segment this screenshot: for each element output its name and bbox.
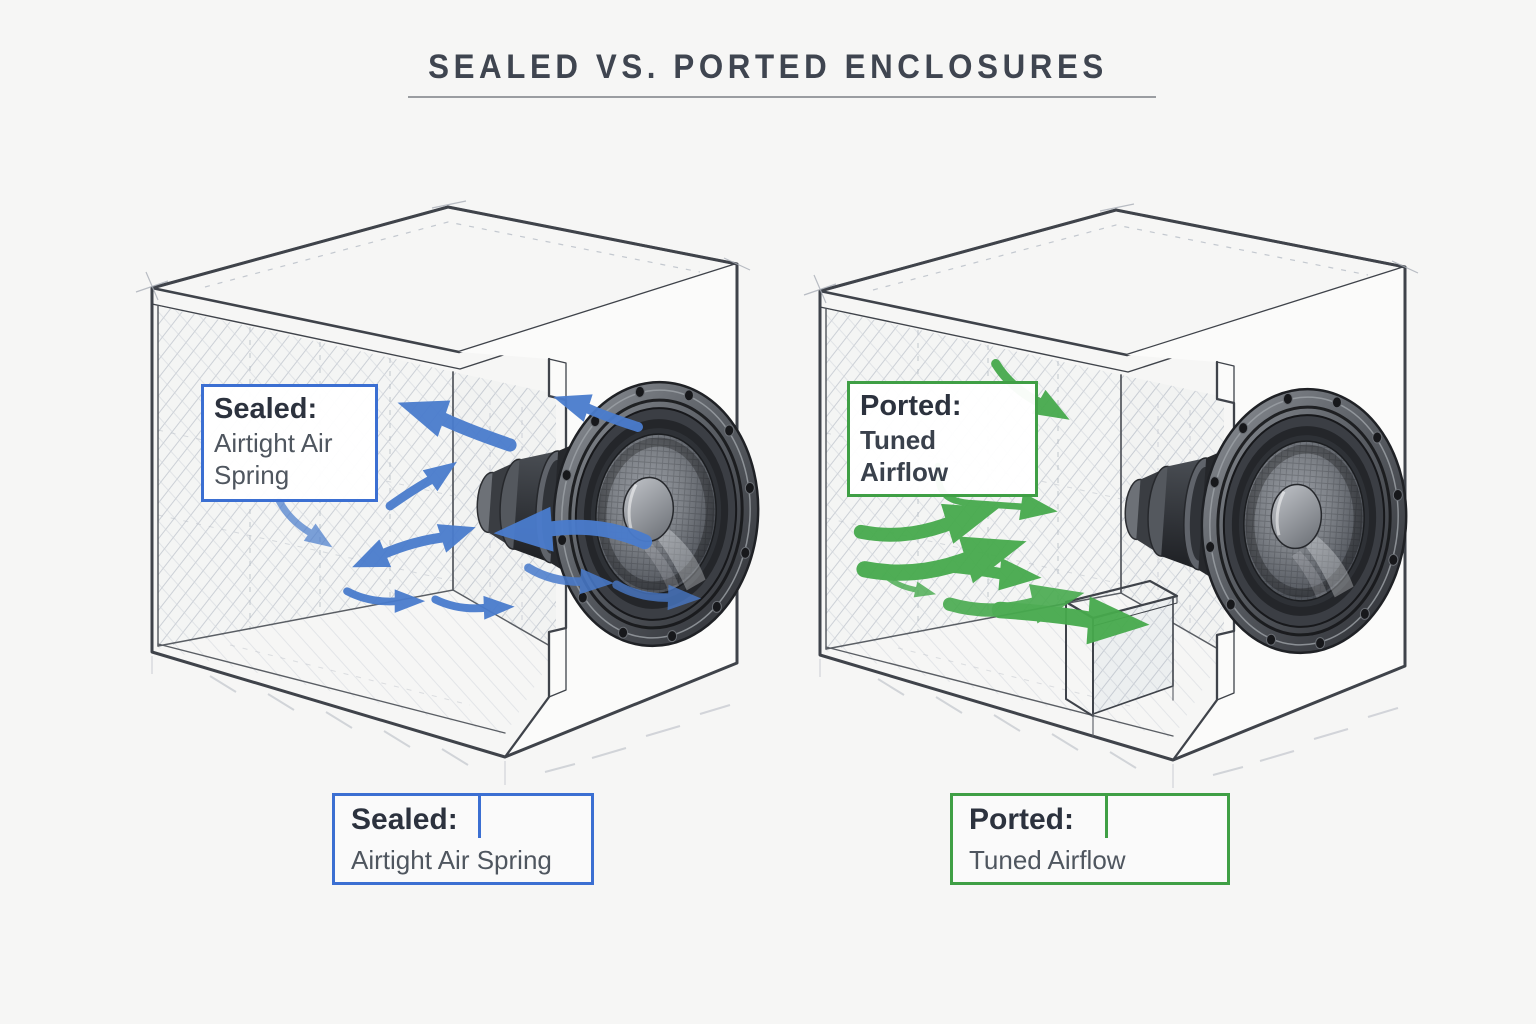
title-divider: [408, 96, 1156, 98]
legend-divider-tick: [478, 796, 481, 838]
sealed-callout-line1: Airtight Air: [214, 427, 333, 458]
sealed-callout-line2: Spring: [214, 460, 290, 491]
page-title: SEALED VS. PORTED ENCLOSURES: [428, 48, 1108, 86]
sealed-callout-heading: Sealed:: [214, 393, 318, 425]
ported-callout: Ported: Tuned Airflow: [847, 381, 1038, 497]
legend-divider-tick: [1105, 796, 1108, 838]
ported-legend-heading: Ported:: [969, 803, 1074, 836]
ported-legend-description: Tuned Airflow: [969, 845, 1126, 875]
sealed-callout: Sealed: Airtight Air Spring: [201, 384, 378, 502]
sealed-legend: Sealed: Airtight Air Spring: [332, 793, 594, 885]
ported-callout-line1: Tuned Airflow: [860, 424, 949, 488]
sealed-legend-heading: Sealed:: [351, 803, 458, 836]
ported-legend: Ported: Tuned Airflow: [950, 793, 1230, 885]
ported-callout-heading: Ported:: [860, 390, 962, 422]
sealed-legend-description: Airtight Air Spring: [351, 845, 552, 875]
